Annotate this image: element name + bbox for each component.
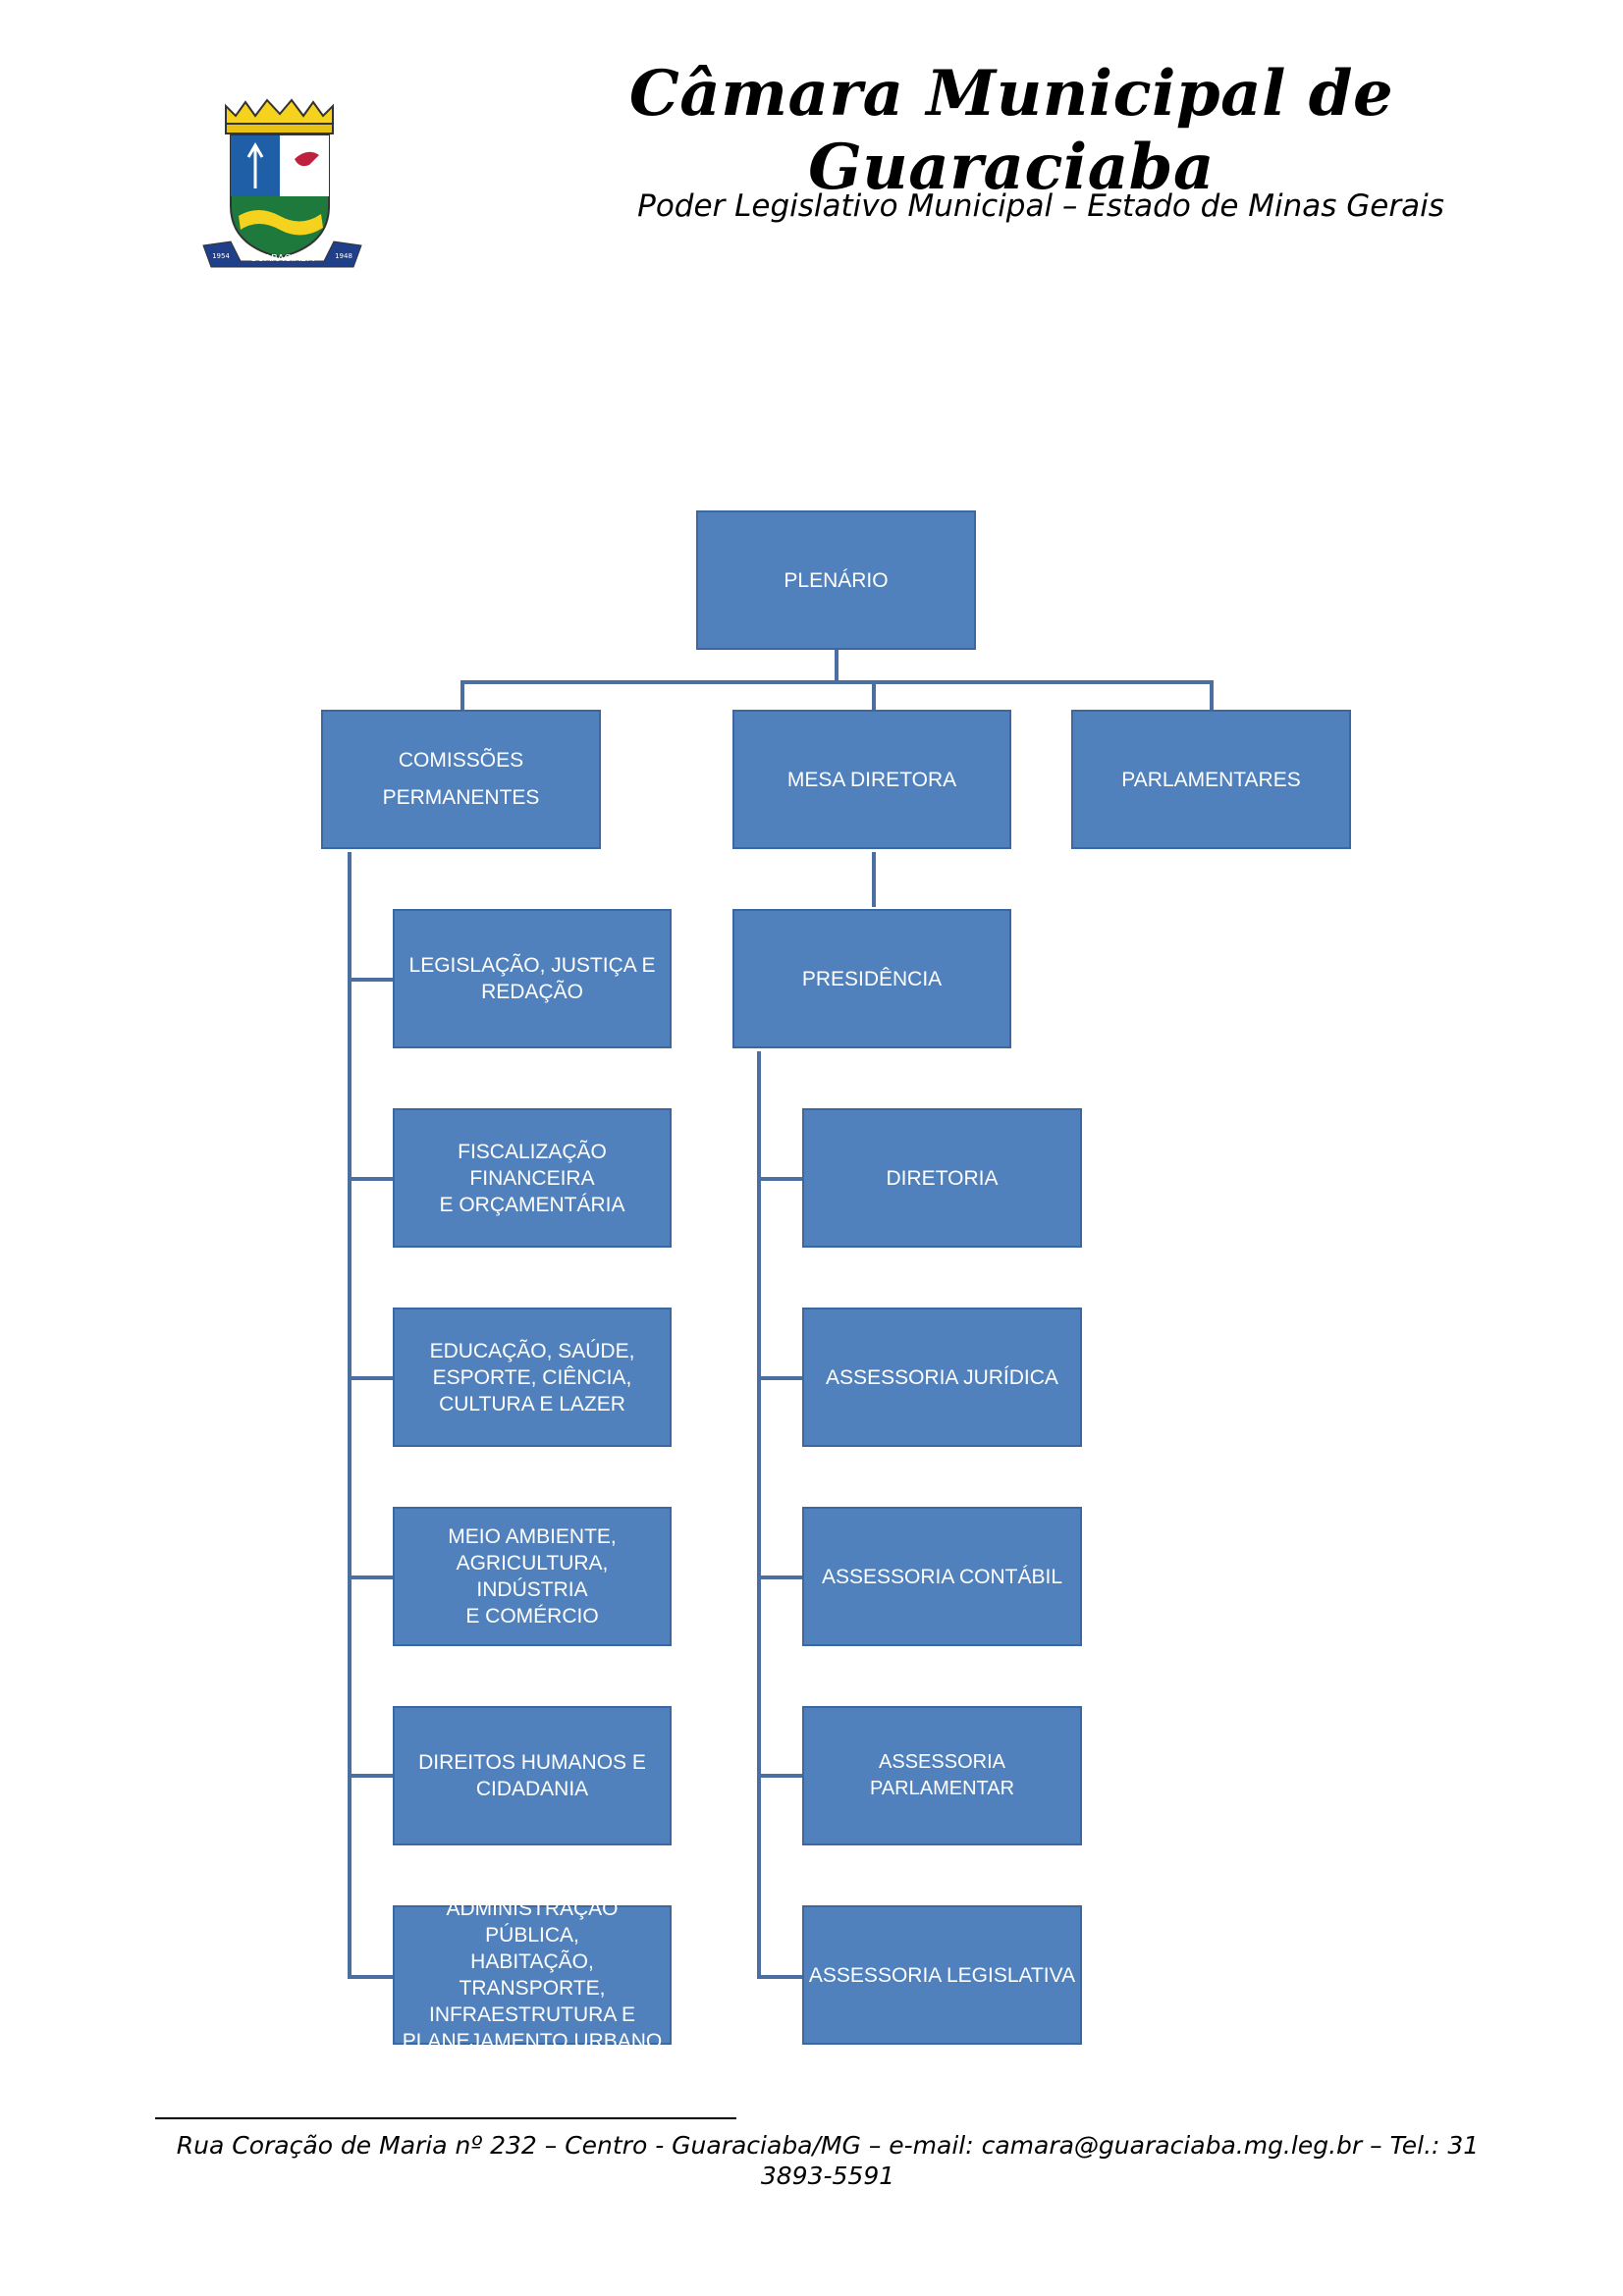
connector-comissoes-up <box>460 680 464 713</box>
connector-parlamentares-up <box>1210 680 1214 713</box>
node-presidencia: PRESIDÊNCIA <box>732 909 1011 1048</box>
connector-comissoes-branch <box>348 978 393 982</box>
connector-comissoes-branch <box>348 1774 393 1778</box>
connector-presidencia-branch <box>757 1575 802 1579</box>
node-parlamentares: PARLAMENTARES <box>1071 710 1351 849</box>
logo-banner-text: GUARACIABA <box>249 253 314 264</box>
connector-level1-horizontal <box>460 680 1214 684</box>
connector-presidencia-branch <box>757 1376 802 1380</box>
node-comissoes-permanentes: COMISSÕES PERMANENTES <box>321 710 601 849</box>
connector-presidencia-branch <box>757 1774 802 1778</box>
connector-mesa-presidencia <box>872 852 876 907</box>
footer-address: Rua Coração de Maria nº 232 – Centro - G… <box>176 2131 1480 2190</box>
node-mesa-diretora: MESA DIRETORA <box>732 710 1011 849</box>
node-presidencia-unit: ASSESSORIA CONTÁBIL <box>802 1507 1082 1646</box>
coat-of-arms-icon: GUARACIABA 1954 1948 <box>201 98 363 275</box>
node-presidencia-unit: ASSESSORIA PARLAMENTAR <box>802 1706 1082 1845</box>
logo-year-left: 1954 <box>212 252 230 260</box>
connector-presidencia-spine <box>757 1051 761 1979</box>
connector-comissoes-branch <box>348 1575 393 1579</box>
node-presidencia-unit: ASSESSORIA LEGISLATIVA <box>802 1905 1082 2045</box>
connector-mesa-up <box>872 680 876 713</box>
node-presidencia-unit: DIRETORIA <box>802 1108 1082 1248</box>
node-comissao: ADMINISTRAÇÃO PÚBLICA, HABITAÇÃO, TRANSP… <box>393 1897 672 2053</box>
node-comissao: DIREITOS HUMANOS E CIDADANIA <box>393 1706 672 1845</box>
node-comissao: MEIO AMBIENTE, AGRICULTURA, INDÚSTRIA E … <box>393 1507 672 1646</box>
connector-comissoes-spine <box>348 852 352 1979</box>
connector-comissoes-branch <box>348 1975 393 1979</box>
node-presidencia-unit: ASSESSORIA JURÍDICA <box>802 1308 1082 1447</box>
connector-presidencia-branch <box>757 1177 802 1181</box>
page-title: Câmara Municipal de Guaraciaba <box>628 57 1394 204</box>
connector-presidencia-branch <box>757 1975 802 1979</box>
node-comissao: LEGISLAÇÃO, JUSTIÇA E REDAÇÃO <box>393 909 672 1048</box>
connector-root-down <box>835 650 839 683</box>
page-subtitle: Poder Legislativo Municipal – Estado de … <box>637 188 1444 224</box>
logo-year-right: 1948 <box>335 252 352 260</box>
node-comissao: EDUCAÇÃO, SAÚDE, ESPORTE, CIÊNCIA, CULTU… <box>393 1308 672 1447</box>
footer-rule <box>155 2117 736 2119</box>
connector-comissoes-branch <box>348 1177 393 1181</box>
node-plenario: PLENÁRIO <box>696 510 976 650</box>
node-comissao: FISCALIZAÇÃO FINANCEIRA E ORÇAMENTÁRIA <box>393 1108 672 1248</box>
connector-comissoes-branch <box>348 1376 393 1380</box>
